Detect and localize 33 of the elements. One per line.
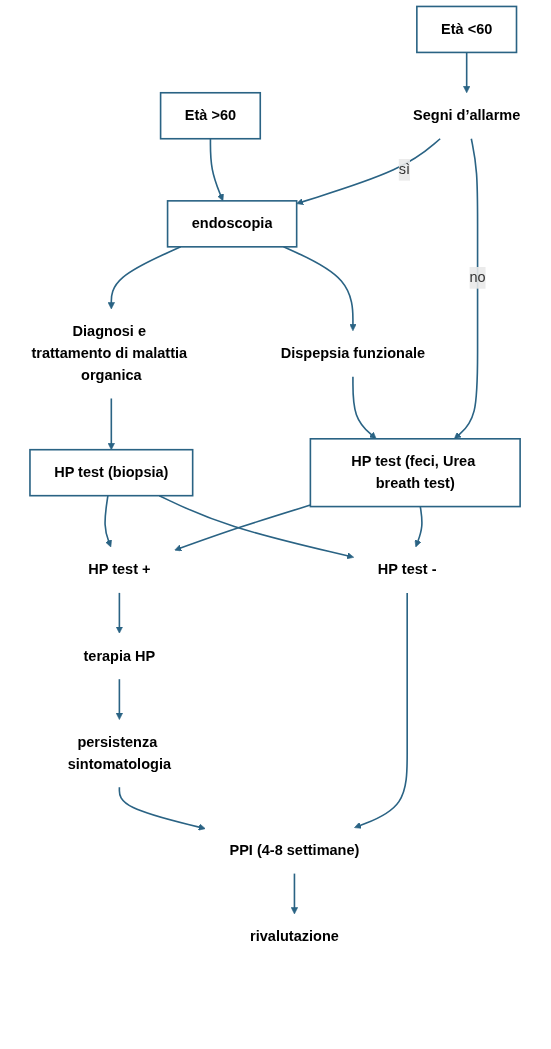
arrow bbox=[209, 137, 224, 202]
node-text: Diagnosi e trattamento di malattia organica bbox=[31, 323, 188, 384]
node-text: Segni d’allarme bbox=[413, 107, 521, 124]
node-text: HP test - bbox=[377, 561, 437, 578]
edge-label: no bbox=[469, 269, 486, 286]
arrow bbox=[107, 246, 182, 310]
arrow bbox=[158, 494, 354, 560]
arrow bbox=[463, 51, 471, 94]
arrow bbox=[414, 505, 423, 548]
arrow bbox=[290, 872, 298, 915]
arrow bbox=[115, 592, 123, 634]
node-text: rivalutazione bbox=[250, 928, 339, 945]
edge-label: sì bbox=[398, 161, 411, 178]
node-box: HP test (feci, Urea breath test) bbox=[309, 438, 521, 508]
arrow bbox=[174, 504, 312, 552]
node-box: endoscopia bbox=[166, 200, 298, 248]
node-text: persistenza sintomatologia bbox=[67, 734, 172, 772]
node-text: terapia HP bbox=[83, 647, 156, 664]
arrow bbox=[354, 592, 408, 829]
node-text: Dispepsia funzionale bbox=[280, 345, 426, 362]
arrow bbox=[352, 375, 377, 440]
node-text: HP test + bbox=[88, 561, 151, 578]
node-text: PPI (4-8 settimane) bbox=[229, 842, 360, 859]
arrow bbox=[115, 678, 123, 720]
arrow bbox=[104, 494, 112, 548]
node-box: Età >60 bbox=[159, 91, 262, 140]
node-box: Età <60 bbox=[416, 5, 518, 54]
arrow bbox=[118, 786, 206, 831]
node-box: HP test (biopsia) bbox=[29, 448, 194, 497]
arrow bbox=[282, 246, 357, 332]
arrow bbox=[454, 137, 479, 440]
arrow bbox=[107, 397, 115, 451]
arrow bbox=[296, 137, 441, 206]
